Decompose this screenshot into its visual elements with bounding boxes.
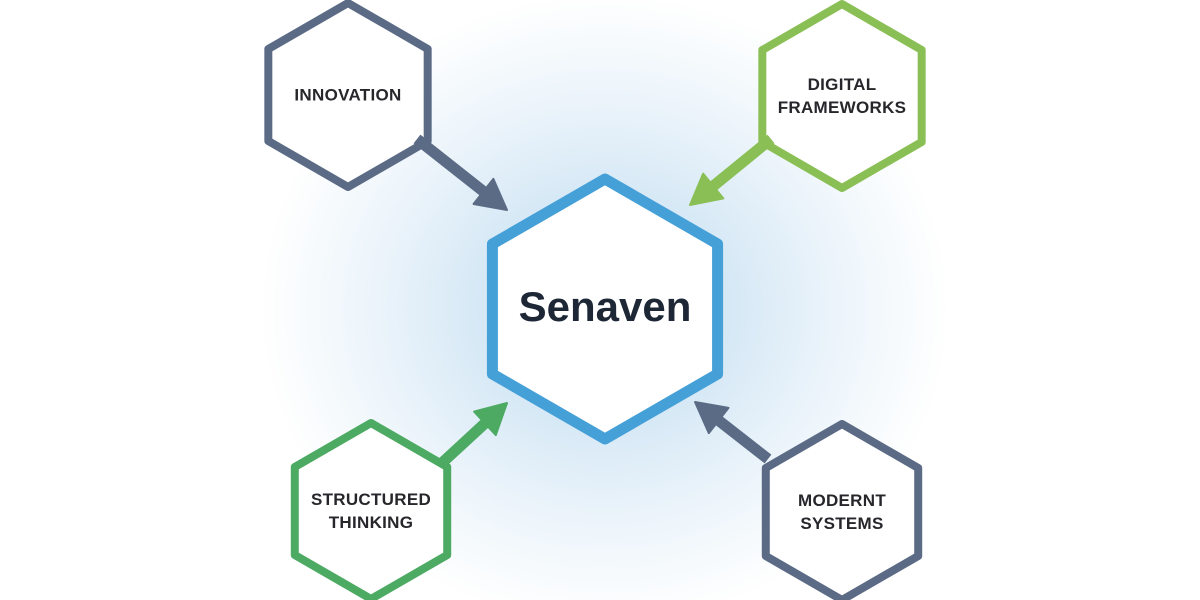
- arrow-digital-frameworks-to-center-head: [689, 172, 725, 206]
- hexagon-senaven: [486, 173, 724, 445]
- hexagon-innovation: [264, 0, 432, 191]
- hexagon-modernt-systems: [761, 420, 923, 600]
- arrow-digital-frameworks-to-center-shaft: [708, 134, 775, 192]
- arrow-structured-thinking-to-center-shaft: [439, 417, 491, 467]
- arrow-modernt-systems-to-center-shaft: [713, 414, 772, 464]
- hexagon-structured-thinking: [290, 419, 452, 600]
- hexagon-digital-frameworks: [758, 0, 926, 192]
- arrow-structured-thinking-to-center-head: [473, 402, 508, 437]
- arrow-innovation-to-center-head: [472, 177, 508, 211]
- arrow-innovation-to-center-shaft: [413, 134, 489, 197]
- arrow-modernt-systems-to-center-head: [694, 401, 730, 435]
